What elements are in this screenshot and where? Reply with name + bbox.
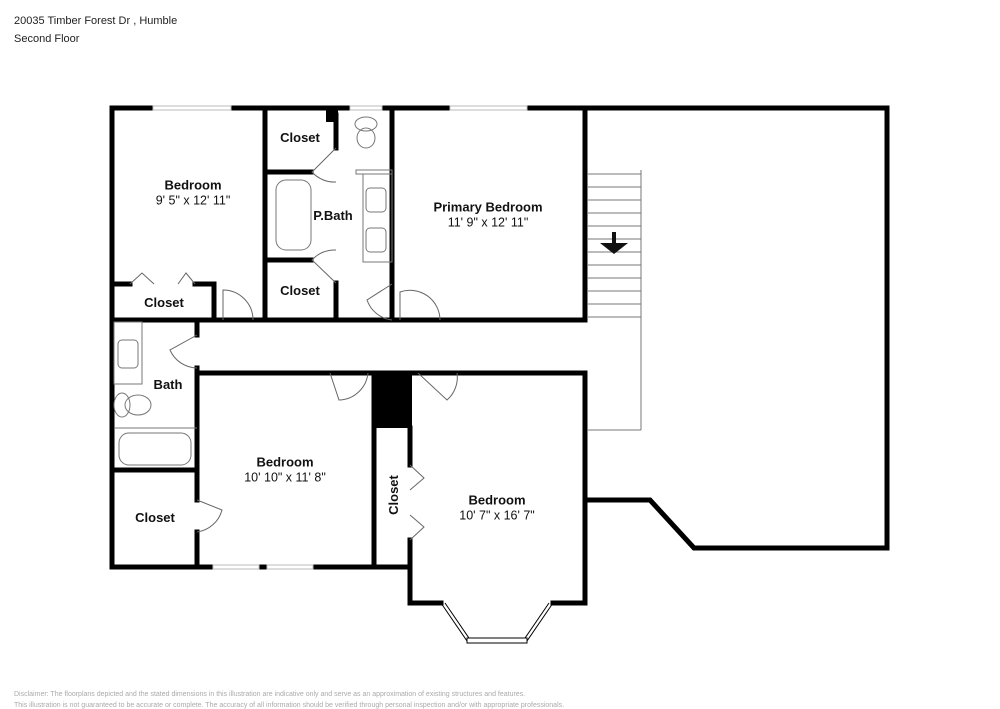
fixtures [113, 116, 393, 466]
room-bath: Bath [153, 377, 183, 392]
toilet-icon [354, 116, 378, 132]
bathtub-icon [118, 432, 192, 466]
room-closet-pbath-bottom: Closet [280, 283, 320, 298]
room-closet-nw: Closet [144, 295, 184, 310]
sink-icon [117, 339, 139, 369]
toilet-icon [113, 392, 131, 418]
room-closet-sw: Closet [135, 510, 175, 525]
room-bedroom-se: Bedroom 10' 7" x 16' 7" [459, 492, 535, 523]
disclaimer-line-2: This illustration is not guaranteed to b… [14, 702, 565, 709]
room-bedroom-nw: Bedroom 9' 5" x 12' 11" [155, 177, 231, 208]
floor-label: Second Floor [14, 33, 80, 45]
sink-icon [365, 227, 387, 253]
room-bedroom-sw: Bedroom 10' 10" x 11' 8" [244, 454, 326, 485]
bathtub-icon [275, 179, 312, 251]
room-closet-pbath-top: Closet [280, 130, 320, 145]
down-arrow-icon [600, 232, 628, 254]
room-closet-mid: Closet [386, 475, 401, 515]
disclaimer-line-1: Disclaimer: The floorplans depicted and … [14, 691, 526, 698]
room-primary-bedroom: Primary Bedroom 11' 9" x 12' 11" [433, 199, 543, 230]
room-pbath: P.Bath [313, 208, 353, 223]
doors [129, 147, 458, 541]
property-address: 20035 Timber Forest Dr , Humble [14, 15, 178, 27]
bay-window [440, 602, 554, 644]
column-block [326, 110, 338, 122]
sink-icon [365, 187, 387, 213]
column-block [372, 373, 412, 428]
windows [152, 105, 528, 570]
staircase [587, 170, 642, 431]
